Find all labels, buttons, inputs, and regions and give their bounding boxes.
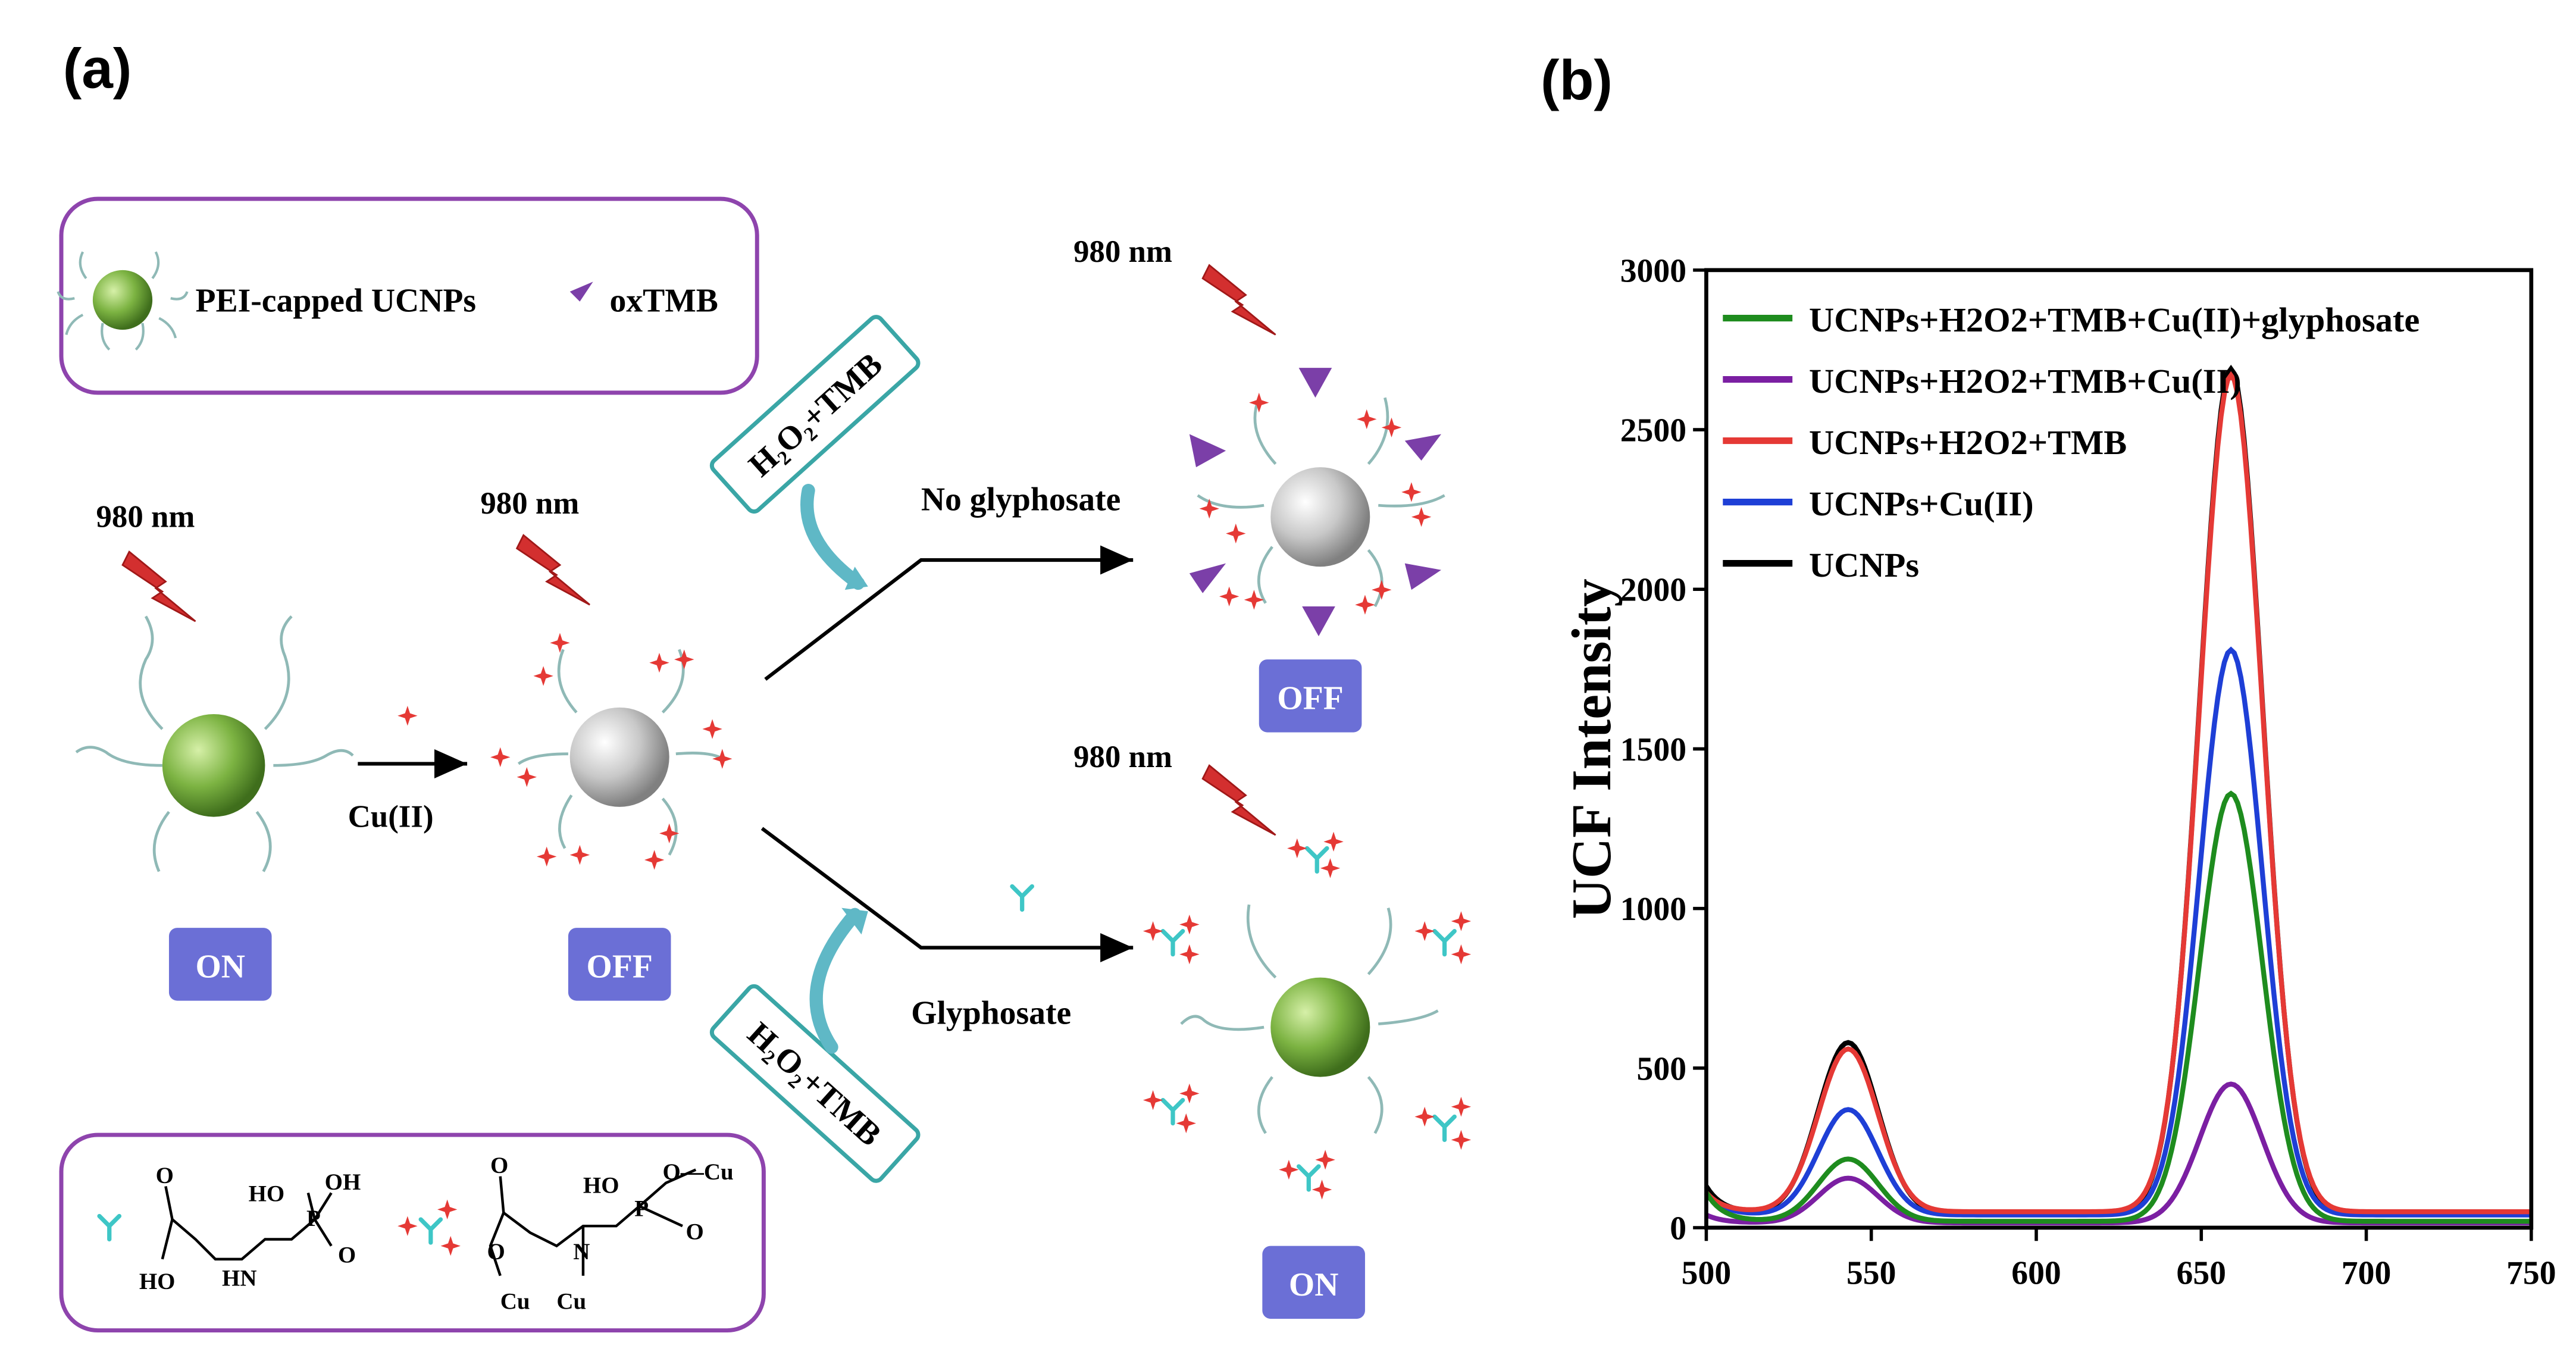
x-tick-label: 650 (2177, 1255, 2226, 1292)
series-line (1704, 790, 2531, 1224)
laser-label-4: 980 nm (1073, 740, 1172, 774)
series-line (1705, 1081, 2531, 1226)
legend-label: UCNPs+H2O2+TMB+Cu(II) (1809, 362, 2242, 401)
chem-n: N (573, 1239, 590, 1265)
state-off-text-1: OFF (587, 949, 653, 985)
ucnp-legend-label: PEI-capped UCNPs (196, 282, 477, 319)
branch-no-label: No glyphosate (921, 481, 1121, 518)
x-tick-label: 500 (1682, 1255, 1731, 1292)
chem-cu-1: Cu (500, 1288, 530, 1314)
ucnp-off-particle (490, 633, 733, 870)
chem-ho-2: HO (139, 1269, 176, 1294)
laser-label-1: 980 nm (96, 499, 195, 534)
laser-bolt-icon (1201, 264, 1277, 336)
chem-o-cu: O—Cu (663, 1159, 734, 1185)
glyphosate-icon (1012, 886, 1032, 909)
branch-yes-label: Glyphosate (911, 995, 1071, 1032)
y-tick-label: 0 (1670, 1210, 1686, 1247)
legend-label: UCNPs+H2O2+TMB (1809, 423, 2127, 462)
x-tick-label: 700 (2342, 1255, 2391, 1292)
state-badge-on-2: ON (1262, 1246, 1365, 1319)
cu-ion-icon (397, 706, 418, 726)
state-badge-on-1: ON (168, 928, 272, 1001)
cu-complex-structure (489, 1168, 697, 1276)
branch-arrow-lower (760, 827, 1134, 962)
y-axis-title: UCF Intensity (1561, 578, 1623, 919)
state-on-text-2: ON (1289, 1266, 1338, 1303)
laser-bolt-icon (516, 534, 591, 606)
chem-o-4: O (686, 1219, 704, 1244)
curved-arrow-upper (800, 483, 865, 590)
chem-o-5: O (487, 1239, 505, 1265)
chem-ho-1: HO (249, 1181, 285, 1206)
chart-legend: UCNPs+H2O2+TMB+Cu(II)+glyphosateUCNPs+H2… (1723, 301, 2420, 584)
y-tick-label: 1000 (1620, 891, 1686, 928)
panel-b-label: (b) (1541, 49, 1613, 112)
oxtmb-legend-icon (569, 281, 593, 302)
glyphosate-symbol-icon (99, 1216, 119, 1239)
chem-ho-3: HO (583, 1173, 619, 1199)
chem-oh-1: OH (325, 1169, 361, 1195)
chem-o-3: O (490, 1153, 508, 1178)
y-tick-label: 500 (1637, 1050, 1686, 1087)
state-off-text-2: OFF (1277, 680, 1343, 717)
complex-symbol-icon (397, 1199, 461, 1256)
state-badge-off-2: OFF (1259, 659, 1362, 733)
y-tick-label: 2500 (1620, 412, 1686, 449)
chart-series-group (1704, 364, 2531, 1226)
x-tick-label: 750 (2506, 1255, 2556, 1292)
x-tick-label: 600 (2011, 1255, 2061, 1292)
laser-bolt-icon (1201, 764, 1277, 836)
chem-o-2: O (338, 1242, 356, 1268)
laser-label-3: 980 nm (1073, 234, 1172, 269)
y-tick-label: 2000 (1620, 572, 1686, 609)
chem-cu-2: Cu (556, 1288, 586, 1314)
ucnp-oxtmb-particle (1189, 368, 1445, 637)
laser-bolt-icon (121, 550, 196, 622)
series-line (1704, 371, 2531, 1215)
curved-arrow-lower (809, 908, 862, 1054)
chem-legend-box (59, 1132, 766, 1333)
oxtmb-legend-label: oxTMB (609, 282, 718, 319)
state-badge-off-1: OFF (568, 928, 671, 1001)
chem-p-2: P (634, 1196, 649, 1221)
chem-hn: HN (222, 1265, 256, 1291)
panel-a: (a) PEI-capped UCNPs oxTMB 980 nm ON Cu(… (57, 37, 1472, 1333)
reagent-box-upper: H₂O₂+TMB (709, 315, 921, 514)
ucnp-on-particle (75, 615, 354, 872)
ucnp-glyphosate-particle (1143, 831, 1472, 1200)
legend-label: UCNPs (1809, 546, 1919, 584)
ucnp-legend-icon (57, 251, 189, 351)
laser-label-2: 980 nm (480, 486, 579, 521)
panel-a-label: (a) (63, 37, 132, 101)
chem-o-1: O (156, 1163, 174, 1188)
chem-p-1: P (306, 1206, 321, 1231)
legend-label: UCNPs+Cu(II) (1809, 484, 2034, 523)
state-on-text-1: ON (196, 949, 245, 985)
glyphosate-structure (161, 1185, 333, 1261)
chart-axes: 500 550 600 650 700 750 0 500 1000 1500 2000 2500 30… (1620, 252, 2556, 1291)
y-tick-label: 3000 (1620, 252, 1686, 289)
x-tick-label: 550 (1846, 1255, 1896, 1292)
series-line (1704, 646, 2531, 1218)
y-tick-label: 1500 (1620, 731, 1686, 768)
branch-arrow-upper (764, 545, 1134, 681)
legend-label: UCNPs+H2O2+TMB+Cu(II)+glyphosate (1809, 301, 2420, 339)
cu-label: Cu(II) (348, 799, 434, 834)
